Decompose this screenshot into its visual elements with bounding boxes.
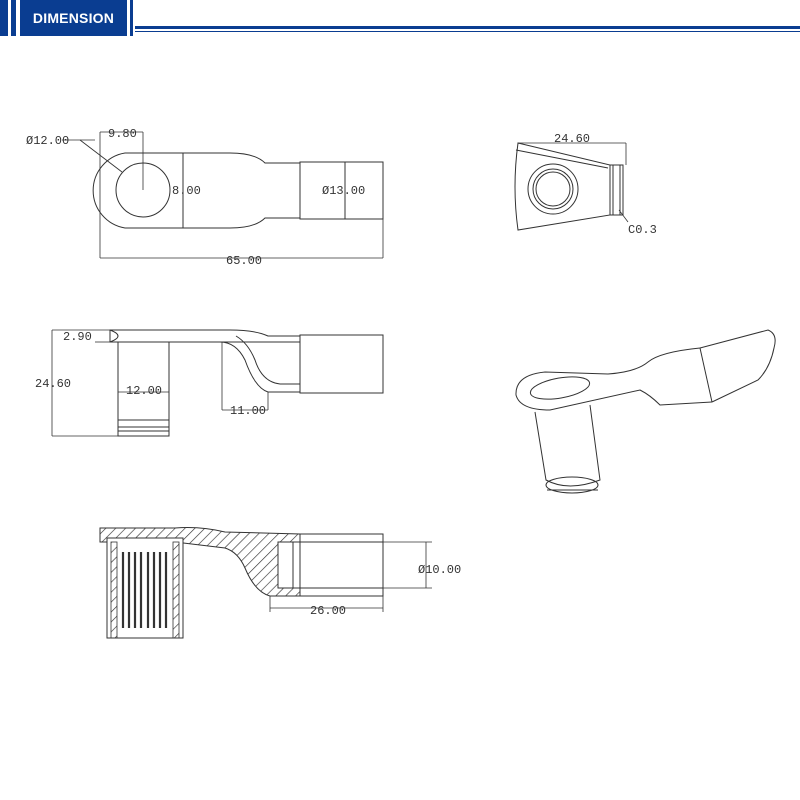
iso-barrel xyxy=(699,329,776,403)
dim-length: 65.00 xyxy=(226,254,262,268)
side-view: 2.90 24.60 12.00 11.00 xyxy=(35,329,384,437)
section-title: DIMENSION xyxy=(20,0,127,36)
header-rule xyxy=(135,26,800,29)
dim-chamfer: C0.3 xyxy=(628,223,657,237)
stud-body xyxy=(117,341,170,421)
section-stud xyxy=(106,537,184,639)
lug-outline xyxy=(92,152,301,229)
barrel-circle xyxy=(527,163,579,215)
dim-end-width: 24.60 xyxy=(554,132,590,146)
dim-ring-diameter: Ø12.00 xyxy=(26,134,69,148)
bend-upper xyxy=(235,335,300,385)
dim-height: 24.60 xyxy=(35,377,71,391)
dim-barrel-diameter: Ø13.00 xyxy=(322,184,365,198)
section-stud-wall xyxy=(172,541,180,639)
top-view: Ø12.00 9.80 8.00 Ø13.00 65.00 xyxy=(26,127,384,268)
dim-inner-diameter: Ø10.00 xyxy=(418,563,461,577)
header-rule xyxy=(135,31,800,32)
barrel-side xyxy=(299,334,384,394)
dim-width: 8.00 xyxy=(172,184,201,198)
iso-lug xyxy=(515,347,713,411)
lug-tip xyxy=(109,329,119,343)
section-bore xyxy=(292,541,384,589)
header-stripe xyxy=(0,0,8,36)
section-stud-wall xyxy=(110,541,118,639)
section-barrel xyxy=(299,533,384,597)
section-view: Ø10.00 26.00 xyxy=(99,527,461,639)
end-view: 24.60 C0.3 xyxy=(514,132,657,237)
leader-line xyxy=(79,139,123,173)
barrel-outline xyxy=(299,161,384,220)
header-banner: DIMENSION xyxy=(0,0,800,36)
bend-lower xyxy=(219,341,300,393)
section-body xyxy=(99,527,301,597)
header-stripe xyxy=(130,0,133,36)
iso-stud-end xyxy=(545,476,599,494)
stud-end xyxy=(609,164,624,216)
iso-stud xyxy=(534,404,601,487)
dim-thickness: 2.90 xyxy=(63,330,92,344)
dim-stud-width: 12.00 xyxy=(126,384,162,398)
leader-line xyxy=(618,209,629,223)
isometric-view xyxy=(515,329,776,494)
end-outline xyxy=(514,142,611,231)
iso-barrel-edge xyxy=(699,347,713,403)
barrel-circle xyxy=(532,168,574,210)
dim-bend: 11.00 xyxy=(230,404,266,418)
lug-plate xyxy=(109,329,301,343)
section-threads xyxy=(121,552,168,628)
barrel-circle xyxy=(535,171,571,207)
dim-barrel-length: 26.00 xyxy=(310,604,346,618)
stud-base xyxy=(117,419,170,437)
end-edge xyxy=(515,149,609,169)
dim-offset: 9.80 xyxy=(108,127,137,141)
iso-hole xyxy=(529,376,591,400)
header-stripe xyxy=(11,0,16,36)
